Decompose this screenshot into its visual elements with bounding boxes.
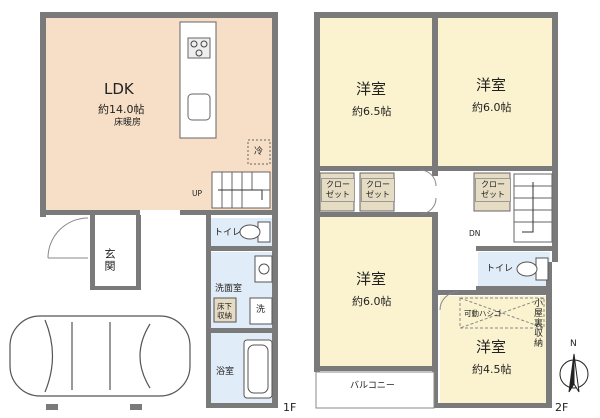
ldk-size: 約14.0帖 (98, 103, 145, 116)
door-room-a (419, 169, 437, 187)
closet-2-label: クロー ゼット (361, 178, 395, 202)
walls-1f (40, 12, 278, 408)
entrance-label: 玄関 (103, 248, 116, 272)
room-d-floor (440, 296, 550, 404)
compass-icon (559, 353, 589, 393)
stairs-up-label: UP (192, 189, 203, 198)
closet-1-label: クロー ゼット (321, 178, 355, 202)
room-d-name: 洋室 (476, 338, 507, 356)
floor-1f-label: 1F (283, 401, 297, 414)
room-c-name: 洋室 (356, 270, 387, 288)
washbasin (254, 255, 273, 283)
room-b-floor (438, 16, 554, 166)
ldk-name: LDK (104, 80, 134, 98)
loft-storage-label: 小屋裏収納 (532, 298, 542, 348)
floor-2f-label: 2F (555, 401, 569, 414)
walls-2f (314, 12, 558, 408)
room-d-size: 約4.5帖 (472, 363, 512, 376)
movable-ladder-label: 可動ハシゴ (464, 309, 502, 318)
room-b-name: 洋室 (476, 76, 507, 94)
washer-label: 洗 (256, 305, 266, 315)
fridge-spot (247, 139, 271, 165)
room-c-floor (318, 216, 434, 366)
toilet-1f-label: トイレ (214, 228, 242, 238)
compass-north-label: N (570, 339, 577, 349)
room-c-size: 約6.0帖 (352, 295, 392, 308)
sink (187, 93, 211, 121)
bath-label: 浴室 (216, 367, 235, 377)
under-floor-storage-label: 床下 収納 (217, 302, 232, 320)
washroom-label: 洗面室 (215, 284, 243, 294)
toilet-fixture-1f (239, 221, 271, 243)
room-a-floor (318, 16, 434, 166)
stairs-2f (513, 173, 553, 243)
entrance-door (47, 217, 89, 259)
room-b-size: 約6.0帖 (472, 101, 512, 114)
toilet-2f-label: トイレ (486, 264, 514, 274)
door-room-d (439, 291, 459, 311)
balcony (315, 371, 435, 409)
ldk-note: 床暖房 (114, 118, 142, 128)
door-room-c (419, 197, 437, 215)
room-a-name: 洋室 (356, 80, 387, 98)
loft-ladder-area (459, 297, 545, 329)
under-floor-storage-box (213, 297, 237, 323)
room-a-size: 約6.5帖 (352, 105, 392, 118)
stairs-1f (211, 171, 271, 209)
stove (187, 37, 211, 59)
washer-spot (249, 297, 273, 325)
balcony-label: バルコニー (350, 381, 395, 391)
stairs-down-label: DN (469, 229, 481, 238)
car-outline (9, 315, 191, 397)
closet-3-label: クロー ゼット (475, 178, 511, 202)
fridge-label: 冷 (254, 147, 264, 157)
bathtub (243, 339, 273, 399)
toilet-fixture-2f (516, 257, 549, 281)
